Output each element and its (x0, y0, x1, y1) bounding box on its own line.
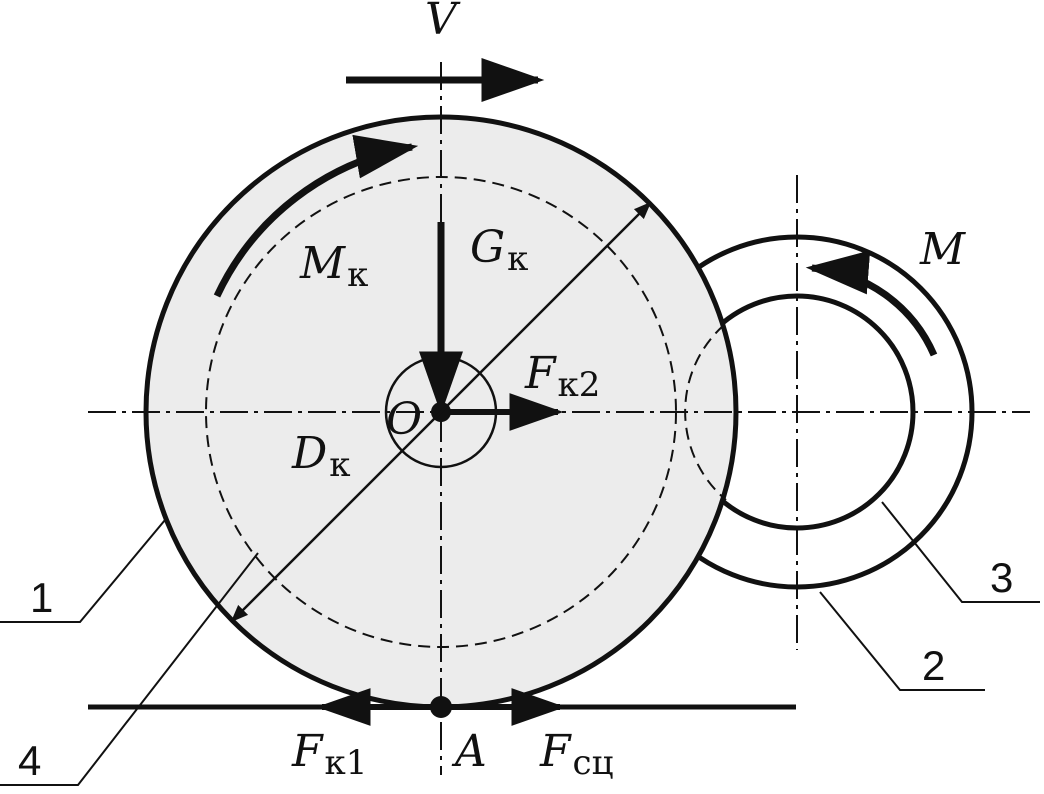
callout-2-leader (819, 591, 985, 691)
contact-point (430, 696, 452, 718)
gear-moment-arc (805, 250, 938, 357)
diameter-dimension-line (230, 201, 652, 623)
gear-moment-label: M (919, 224, 966, 275)
contact-point-label: A (451, 726, 487, 777)
wheel-moment-label: Mк (299, 238, 368, 295)
callout-1-leader (0, 519, 166, 623)
force-adhesion-label: Fсц (539, 726, 613, 783)
force-k1-label: Fк1 (291, 726, 367, 783)
callout-4-leader (0, 552, 259, 786)
force-k2-label: Fк2 (524, 348, 600, 405)
diameter-label: Dк (291, 428, 351, 485)
callout-3-leader (881, 501, 1040, 603)
callout-3: 3 (990, 554, 1013, 601)
callout-1: 1 (30, 574, 53, 621)
callout-4: 4 (18, 737, 41, 784)
callout-2: 2 (922, 642, 945, 689)
center-label: O (386, 394, 422, 445)
velocity-label: V (425, 0, 461, 45)
weight-label: Gк (470, 222, 528, 279)
